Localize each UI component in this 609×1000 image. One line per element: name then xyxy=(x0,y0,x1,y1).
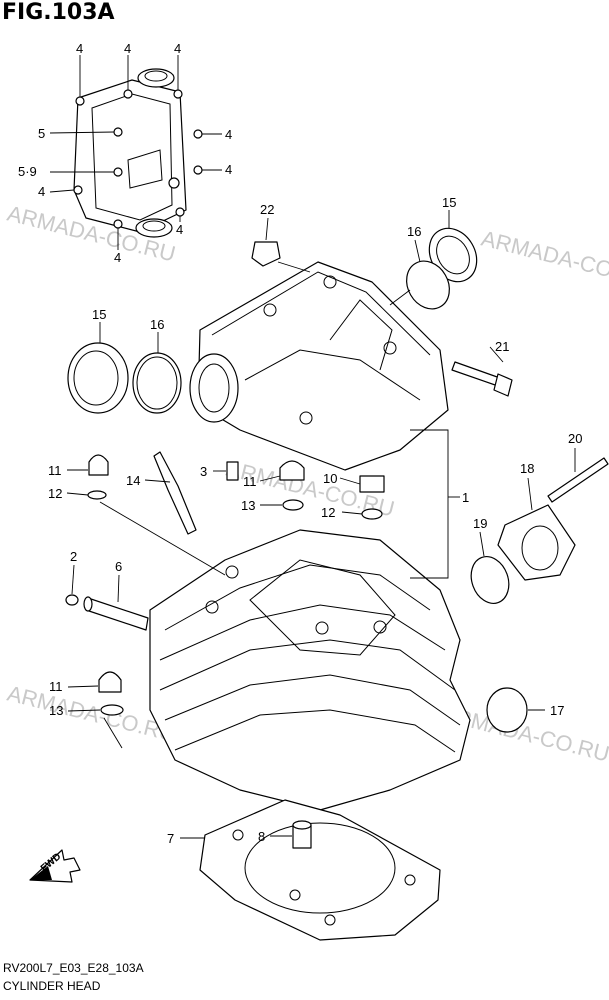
callout-number: 4 xyxy=(38,184,45,199)
callout-number: 11 xyxy=(243,474,257,489)
cylinder-head xyxy=(149,529,471,811)
callout-number: 4 xyxy=(225,127,232,142)
callout-number: 5·9 xyxy=(18,164,37,179)
callout-number: 10 xyxy=(323,471,337,486)
small-parts xyxy=(65,227,609,733)
callout-number: 19 xyxy=(473,516,487,531)
figure-title: FIG.103A xyxy=(2,0,115,25)
callout-number: 2 xyxy=(70,549,77,564)
callout-number: 4 xyxy=(174,41,181,56)
callout-number: 6 xyxy=(115,559,122,574)
callout-number: 7 xyxy=(167,831,174,846)
callout-number: 13 xyxy=(241,498,255,513)
callout-number: 4 xyxy=(114,250,121,265)
callout-labels: 4 4 4 5 4 5·9 4 4 4 4 22 15 16 15 16 21 … xyxy=(18,41,582,846)
callout-number: 16 xyxy=(150,317,164,332)
callout-number: 4 xyxy=(176,222,183,237)
callout-number: 11 xyxy=(49,679,63,694)
callout-number: 12 xyxy=(48,486,62,501)
callout-number: 22 xyxy=(260,202,274,217)
callout-number: 12 xyxy=(321,505,335,520)
fwd-arrow: FWD xyxy=(29,849,81,883)
callout-number: 4 xyxy=(76,41,83,56)
callout-number: 11 xyxy=(48,463,62,478)
callout-number: 21 xyxy=(495,339,509,354)
callout-number: 3 xyxy=(200,464,207,479)
diagram-code: RV200L7_E03_E28_103A xyxy=(3,961,144,975)
callout-number: 17 xyxy=(550,703,564,718)
callout-number: 5 xyxy=(38,126,45,141)
callout-number: 8 xyxy=(258,829,265,844)
callout-number: 20 xyxy=(568,431,582,446)
callout-number: 14 xyxy=(126,473,140,488)
head-cover xyxy=(73,68,203,238)
callout-number: 18 xyxy=(520,461,534,476)
head-gasket xyxy=(199,799,441,941)
callout-number: 16 xyxy=(407,224,421,239)
callout-number: 15 xyxy=(92,307,106,322)
assembly-name: CYLINDER HEAD xyxy=(3,979,101,993)
leader-lines xyxy=(49,55,576,839)
callout-number: 4 xyxy=(124,41,131,56)
callout-number: 1 xyxy=(462,490,469,505)
callout-number: 13 xyxy=(49,703,63,718)
callout-number: 15 xyxy=(442,195,456,210)
callout-number: 4 xyxy=(225,162,232,177)
watermark-text: ARMADA-CO.RU xyxy=(479,226,609,292)
